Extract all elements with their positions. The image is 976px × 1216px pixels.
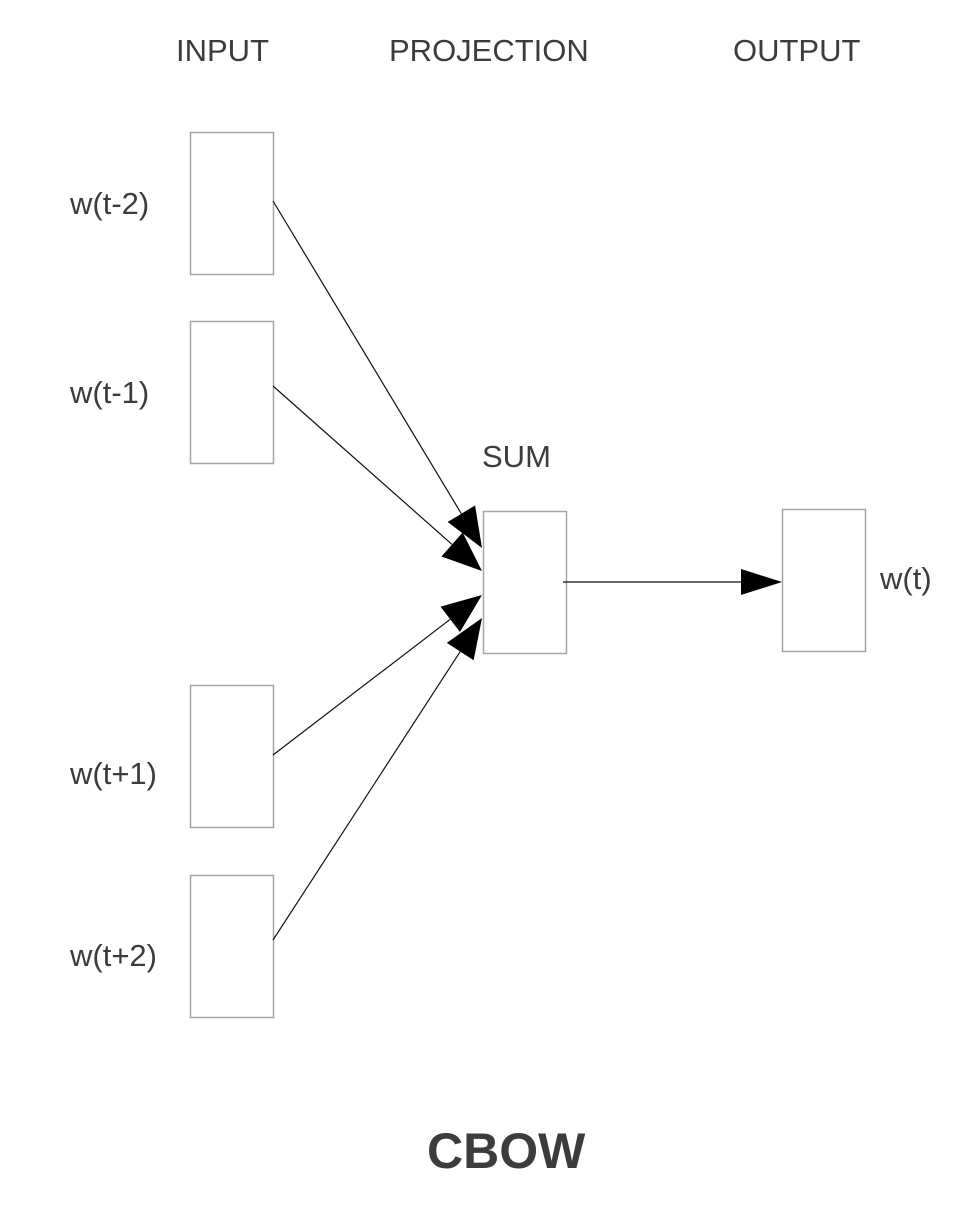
edge-t-plus-2-to-sum-arrowhead-icon — [446, 618, 482, 661]
header-input: INPUT — [176, 33, 269, 68]
edge-sum-to-output-arrowhead-icon — [741, 569, 782, 595]
input-label-t-plus-2: w(t+2) — [69, 938, 157, 973]
output-box — [781, 508, 867, 653]
projection-sum-box — [482, 510, 568, 655]
edges-group — [272, 200, 782, 941]
edge-t-plus-1-to-sum-line — [272, 618, 451, 756]
diagram-title: CBOW — [427, 1123, 586, 1179]
input-label-t-minus-2: w(t-2) — [69, 186, 149, 221]
edge-t-minus-1-to-sum-line — [272, 385, 453, 545]
output-label: w(t) — [879, 561, 932, 596]
projection-label: SUM — [482, 439, 551, 474]
edge-t-plus-2-to-sum-line — [272, 651, 461, 941]
input-box-t-minus-1 — [189, 320, 275, 465]
input-box-t-plus-1 — [189, 684, 275, 829]
edge-t-minus-2-to-sum-line — [272, 200, 462, 515]
header-projection: PROJECTION — [389, 33, 589, 68]
header-output: OUTPUT — [733, 33, 861, 68]
input-label-t-minus-1: w(t-1) — [69, 375, 149, 410]
edge-t-minus-1-to-sum-arrowhead-icon — [441, 532, 482, 571]
input-box-t-plus-2 — [189, 874, 275, 1019]
input-label-t-plus-1: w(t+1) — [69, 756, 157, 791]
edge-t-minus-2-to-sum-arrowhead-icon — [447, 505, 482, 548]
input-box-t-minus-2 — [189, 131, 275, 276]
edge-t-plus-1-to-sum-arrowhead-icon — [440, 595, 482, 633]
